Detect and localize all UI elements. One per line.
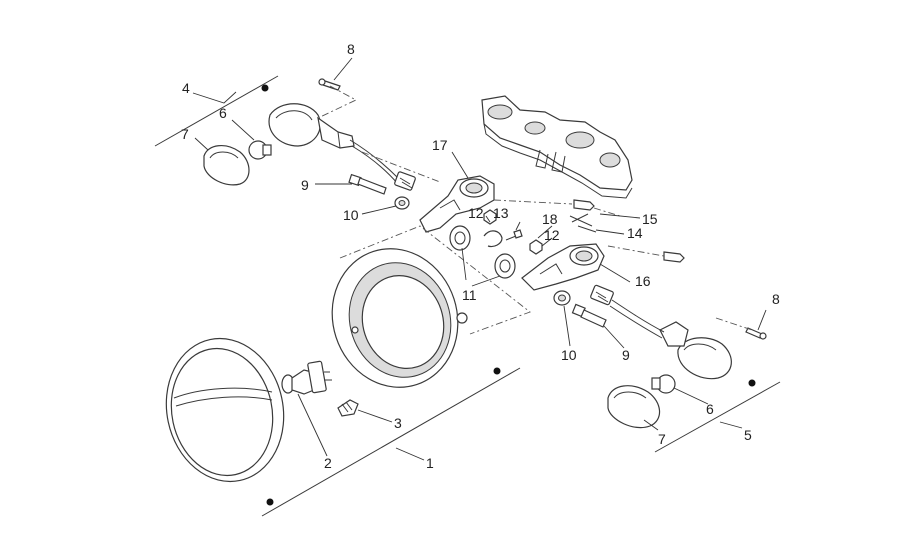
upper-triple-clamp — [481, 95, 633, 199]
cable-clip — [483, 230, 503, 248]
left-headlight-bracket — [419, 175, 495, 233]
callout-12-b: 12 — [544, 227, 560, 243]
callout-9-left: 9 — [301, 177, 309, 193]
group-bracket-right-indicator — [654, 381, 781, 453]
spring-clip — [569, 213, 597, 233]
right-indicator-lens — [607, 385, 661, 429]
right-indicator-bulb — [651, 374, 676, 394]
small-screw — [505, 229, 523, 241]
callout-1: 1 — [426, 455, 434, 471]
right-turn-indicator — [590, 284, 732, 380]
group-bracket-left-indicator — [154, 75, 279, 147]
leader-lines — [192, 57, 767, 461]
callout-7-left: 7 — [181, 126, 189, 142]
callout-12-a: 12 — [468, 205, 484, 221]
callout-13: 13 — [493, 205, 509, 221]
callout-9-right: 9 — [622, 347, 630, 363]
parking-bulb — [337, 399, 359, 417]
callout-4: 4 — [182, 80, 190, 96]
callout-8-top: 8 — [347, 41, 355, 57]
headlight-lens-unit — [165, 337, 285, 483]
bracket-screw-lower — [663, 251, 685, 263]
rubber-grommet-lower — [494, 253, 516, 279]
callout-16: 16 — [635, 273, 651, 289]
left-indicator-bulb — [248, 140, 272, 160]
spacer-right — [553, 290, 571, 306]
callout-6-left: 6 — [219, 105, 227, 121]
assembly-centerlines — [317, 85, 753, 335]
callout-14: 14 — [627, 225, 643, 241]
callout-10-right: 10 — [561, 347, 577, 363]
indicator-screw-left — [318, 78, 341, 91]
nut-upper — [483, 209, 497, 225]
reference-dots — [261, 84, 756, 506]
callout-11: 11 — [462, 287, 477, 303]
right-headlight-bracket — [521, 243, 605, 291]
left-turn-indicator — [268, 103, 416, 191]
headlight-bulb — [281, 360, 332, 395]
callout-18: 18 — [542, 211, 558, 227]
callout-15: 15 — [642, 211, 658, 227]
bracket-screw-upper — [573, 199, 595, 211]
callout-2: 2 — [324, 455, 332, 471]
left-indicator-lens — [203, 145, 250, 186]
callout-7-right: 7 — [658, 431, 666, 447]
callout-labels: 1 2 3 4 5 6 6 7 7 8 8 9 9 10 10 11 12 12… — [181, 41, 780, 471]
indicator-screw-right — [745, 327, 767, 340]
callout-8-right: 8 — [772, 291, 780, 307]
group-bracket-headlight — [261, 367, 521, 517]
rubber-grommet-upper — [449, 225, 471, 251]
callout-10-left: 10 — [343, 207, 359, 223]
spacer-left — [394, 196, 410, 210]
headlight-shell — [331, 248, 468, 388]
callout-5: 5 — [744, 427, 752, 443]
callout-3: 3 — [394, 415, 402, 431]
callout-17: 17 — [432, 137, 448, 153]
bolt-left — [348, 173, 387, 195]
bolt-right — [571, 303, 607, 328]
callout-6-right: 6 — [706, 401, 714, 417]
nut-lower — [529, 239, 543, 255]
